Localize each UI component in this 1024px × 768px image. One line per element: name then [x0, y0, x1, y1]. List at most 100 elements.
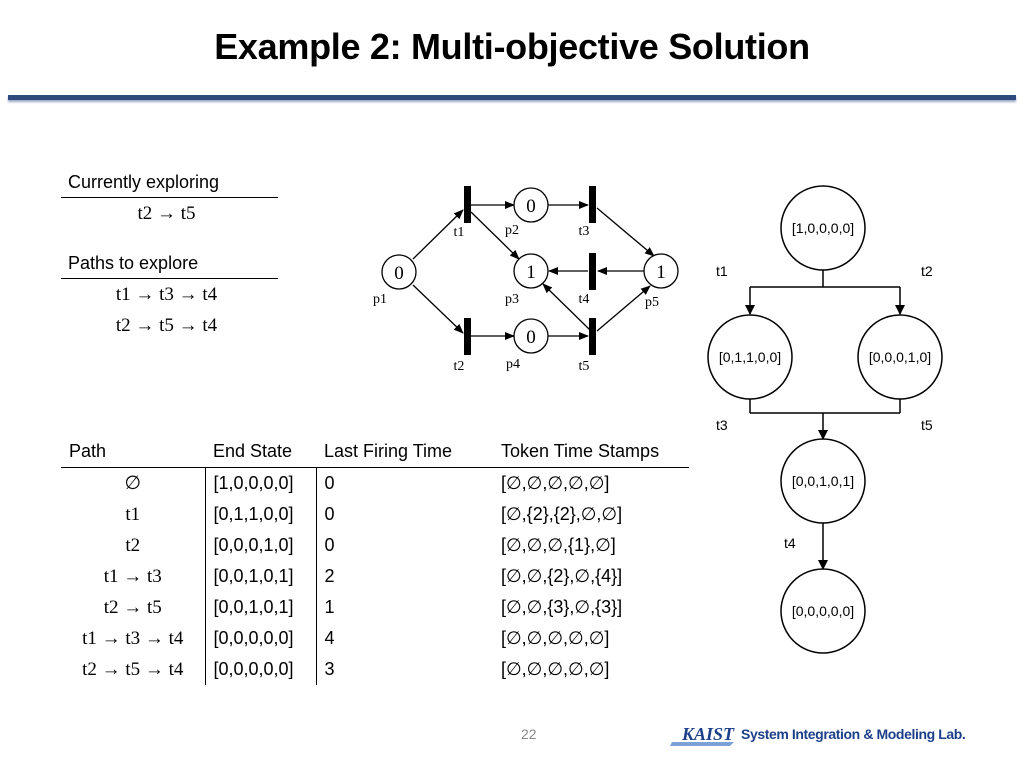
kaist-wordmark: KAIST	[681, 724, 735, 744]
place-p3-tokens: 1	[526, 262, 536, 283]
cell-last-firing-time: 3	[324, 659, 335, 679]
kaist-logo: KAIST	[670, 724, 735, 746]
place-p1-tokens: 0	[394, 263, 404, 284]
cell-last-firing-time: 0	[324, 473, 335, 493]
place-p2-label: p2	[505, 223, 519, 238]
transition-t4	[589, 253, 596, 290]
column-header-path: Path	[61, 436, 205, 468]
table-row: t1 → t3 [0,0,1,0,1] 2 [∅,∅,{2},∅,{4}]	[61, 561, 689, 592]
currently-exploring-rule	[61, 197, 278, 198]
arc-t5-p5	[596, 285, 651, 332]
cell-path: ∅	[61, 467, 206, 499]
currently-exploring-label: Currently exploring	[68, 172, 220, 192]
currently-exploring-value: t2 → t5	[137, 203, 196, 224]
table-row: t2 → t5 → t4 [0,0,0,0,0] 3 [∅,∅,∅,∅,∅]	[61, 654, 689, 685]
state-node-final	[780, 568, 866, 654]
transition-t4-label: t4	[579, 292, 590, 307]
cell-end-state: [0,0,0,0,0]	[205, 654, 317, 685]
place-p5	[643, 253, 679, 289]
arc-p1-t2	[412, 284, 464, 334]
transition-t5	[589, 318, 596, 355]
column-header-end-state: End State	[205, 436, 316, 468]
place-p4-label: p4	[506, 357, 520, 372]
state-node-left	[707, 314, 793, 400]
cell-token-time-stamps: [∅,∅,{3},∅,{3}]	[501, 597, 623, 617]
arc-p1-t1	[412, 209, 464, 260]
petri-arcs	[412, 201, 655, 340]
cell-last-firing-time: 0	[324, 504, 335, 524]
cell-token-time-stamps: [∅,∅,{2},∅,{4}]	[501, 566, 623, 586]
tree-connectors	[745, 270, 905, 570]
transition-t1-label: t1	[454, 225, 465, 240]
arc-t5-p3	[542, 283, 591, 331]
place-p2-tokens: 0	[526, 196, 536, 217]
arc-t3-p5	[596, 207, 655, 257]
page-number: 22	[521, 726, 537, 742]
edge-label-t1: t1	[716, 263, 728, 279]
cell-end-state: [0,1,1,0,0]	[205, 499, 317, 530]
cell-token-time-stamps: [∅,∅,∅,∅,∅]	[501, 659, 610, 679]
cell-token-time-stamps: [∅,∅,∅,∅,∅]	[501, 473, 610, 493]
path-to-explore-item: t2 → t5 → t4	[115, 315, 218, 336]
cell-path: t2 → t5	[61, 592, 206, 623]
cell-path: t1 → t3 → t4	[61, 623, 206, 654]
cell-end-state: [0,0,0,0,0]	[205, 623, 317, 654]
state-node-final-label: [0,0,0,0,0]	[792, 603, 854, 619]
cell-last-firing-time: 0	[324, 535, 335, 555]
place-p5-tokens: 1	[656, 262, 666, 283]
transition-t1	[464, 186, 471, 223]
state-node-merge	[780, 438, 866, 524]
cell-last-firing-time: 1	[324, 597, 335, 617]
transition-t3	[589, 186, 596, 223]
table-header-row: Path End State Last Firing Time Token Ti…	[61, 436, 689, 468]
place-p5-label: p5	[645, 295, 659, 310]
cell-end-state: [0,0,1,0,1]	[205, 561, 317, 592]
state-node-root-label: [1,0,0,0,0]	[792, 220, 854, 236]
cell-path: t1 → t3	[61, 561, 206, 592]
path-to-explore-item: t1 → t3 → t4	[115, 284, 218, 305]
table-row: t2 → t5 [0,0,1,0,1] 1 [∅,∅,{3},∅,{3}]	[61, 592, 689, 623]
table-row: ∅ [1,0,0,0,0] 0 [∅,∅,∅,∅,∅]	[61, 467, 689, 499]
cell-last-firing-time: 4	[324, 628, 335, 648]
place-p3	[513, 253, 549, 289]
table-row: t1 [0,1,1,0,0] 0 [∅,{2},{2},∅,∅]	[61, 499, 689, 530]
place-p1	[381, 254, 417, 290]
place-p4	[513, 318, 549, 354]
edge-label-t3: t3	[716, 417, 728, 433]
place-p2	[513, 187, 549, 223]
state-node-right-label: [0,0,0,1,0]	[869, 349, 931, 365]
path-table: Path End State Last Firing Time Token Ti…	[61, 436, 689, 685]
state-node-root	[780, 185, 866, 271]
place-p4-tokens: 0	[526, 327, 536, 348]
table-row: t2 [0,0,0,1,0] 0 [∅,∅,∅,{1},∅]	[61, 530, 689, 561]
slide-title: Example 2: Multi-objective Solution	[214, 26, 810, 67]
edge-label-t4: t4	[784, 535, 796, 551]
transition-t2-label: t2	[454, 359, 465, 374]
place-p1-label: p1	[373, 292, 387, 307]
column-header-token-time-stamps: Token Time Stamps	[493, 436, 689, 468]
place-p3-label: p3	[505, 292, 519, 307]
edge-label-t5: t5	[921, 417, 933, 433]
state-node-right	[857, 314, 943, 400]
cell-token-time-stamps: [∅,∅,∅,∅,∅]	[501, 628, 610, 648]
transition-t3-label: t3	[579, 224, 590, 239]
footer-lab-name: System Integration & Modeling Lab.	[741, 726, 966, 742]
paths-to-explore-rule	[61, 278, 278, 279]
cell-token-time-stamps: [∅,{2},{2},∅,∅]	[501, 504, 623, 524]
transition-t5-label: t5	[579, 359, 590, 374]
edge-label-t2: t2	[921, 263, 933, 279]
cell-token-time-stamps: [∅,∅,∅,{1},∅]	[501, 535, 616, 555]
state-node-merge-label: [0,0,1,0,1]	[792, 473, 854, 489]
cell-path: t2 → t5 → t4	[61, 654, 206, 685]
table-row: t1 → t3 → t4 [0,0,0,0,0] 4 [∅,∅,∅,∅,∅]	[61, 623, 689, 654]
arc-t1-p3	[470, 211, 520, 260]
transition-t2	[464, 318, 471, 355]
state-node-left-label: [0,1,1,0,0]	[719, 349, 781, 365]
cell-last-firing-time: 2	[324, 566, 335, 586]
cell-path: t2	[61, 530, 206, 561]
title-divider	[8, 95, 1016, 100]
column-header-last-firing-time: Last Firing Time	[316, 436, 493, 468]
footer-branding: KAIST System Integration & Modeling Lab.	[670, 722, 980, 752]
cell-end-state: [0,0,0,1,0]	[205, 530, 317, 561]
cell-end-state: [0,0,1,0,1]	[205, 592, 317, 623]
